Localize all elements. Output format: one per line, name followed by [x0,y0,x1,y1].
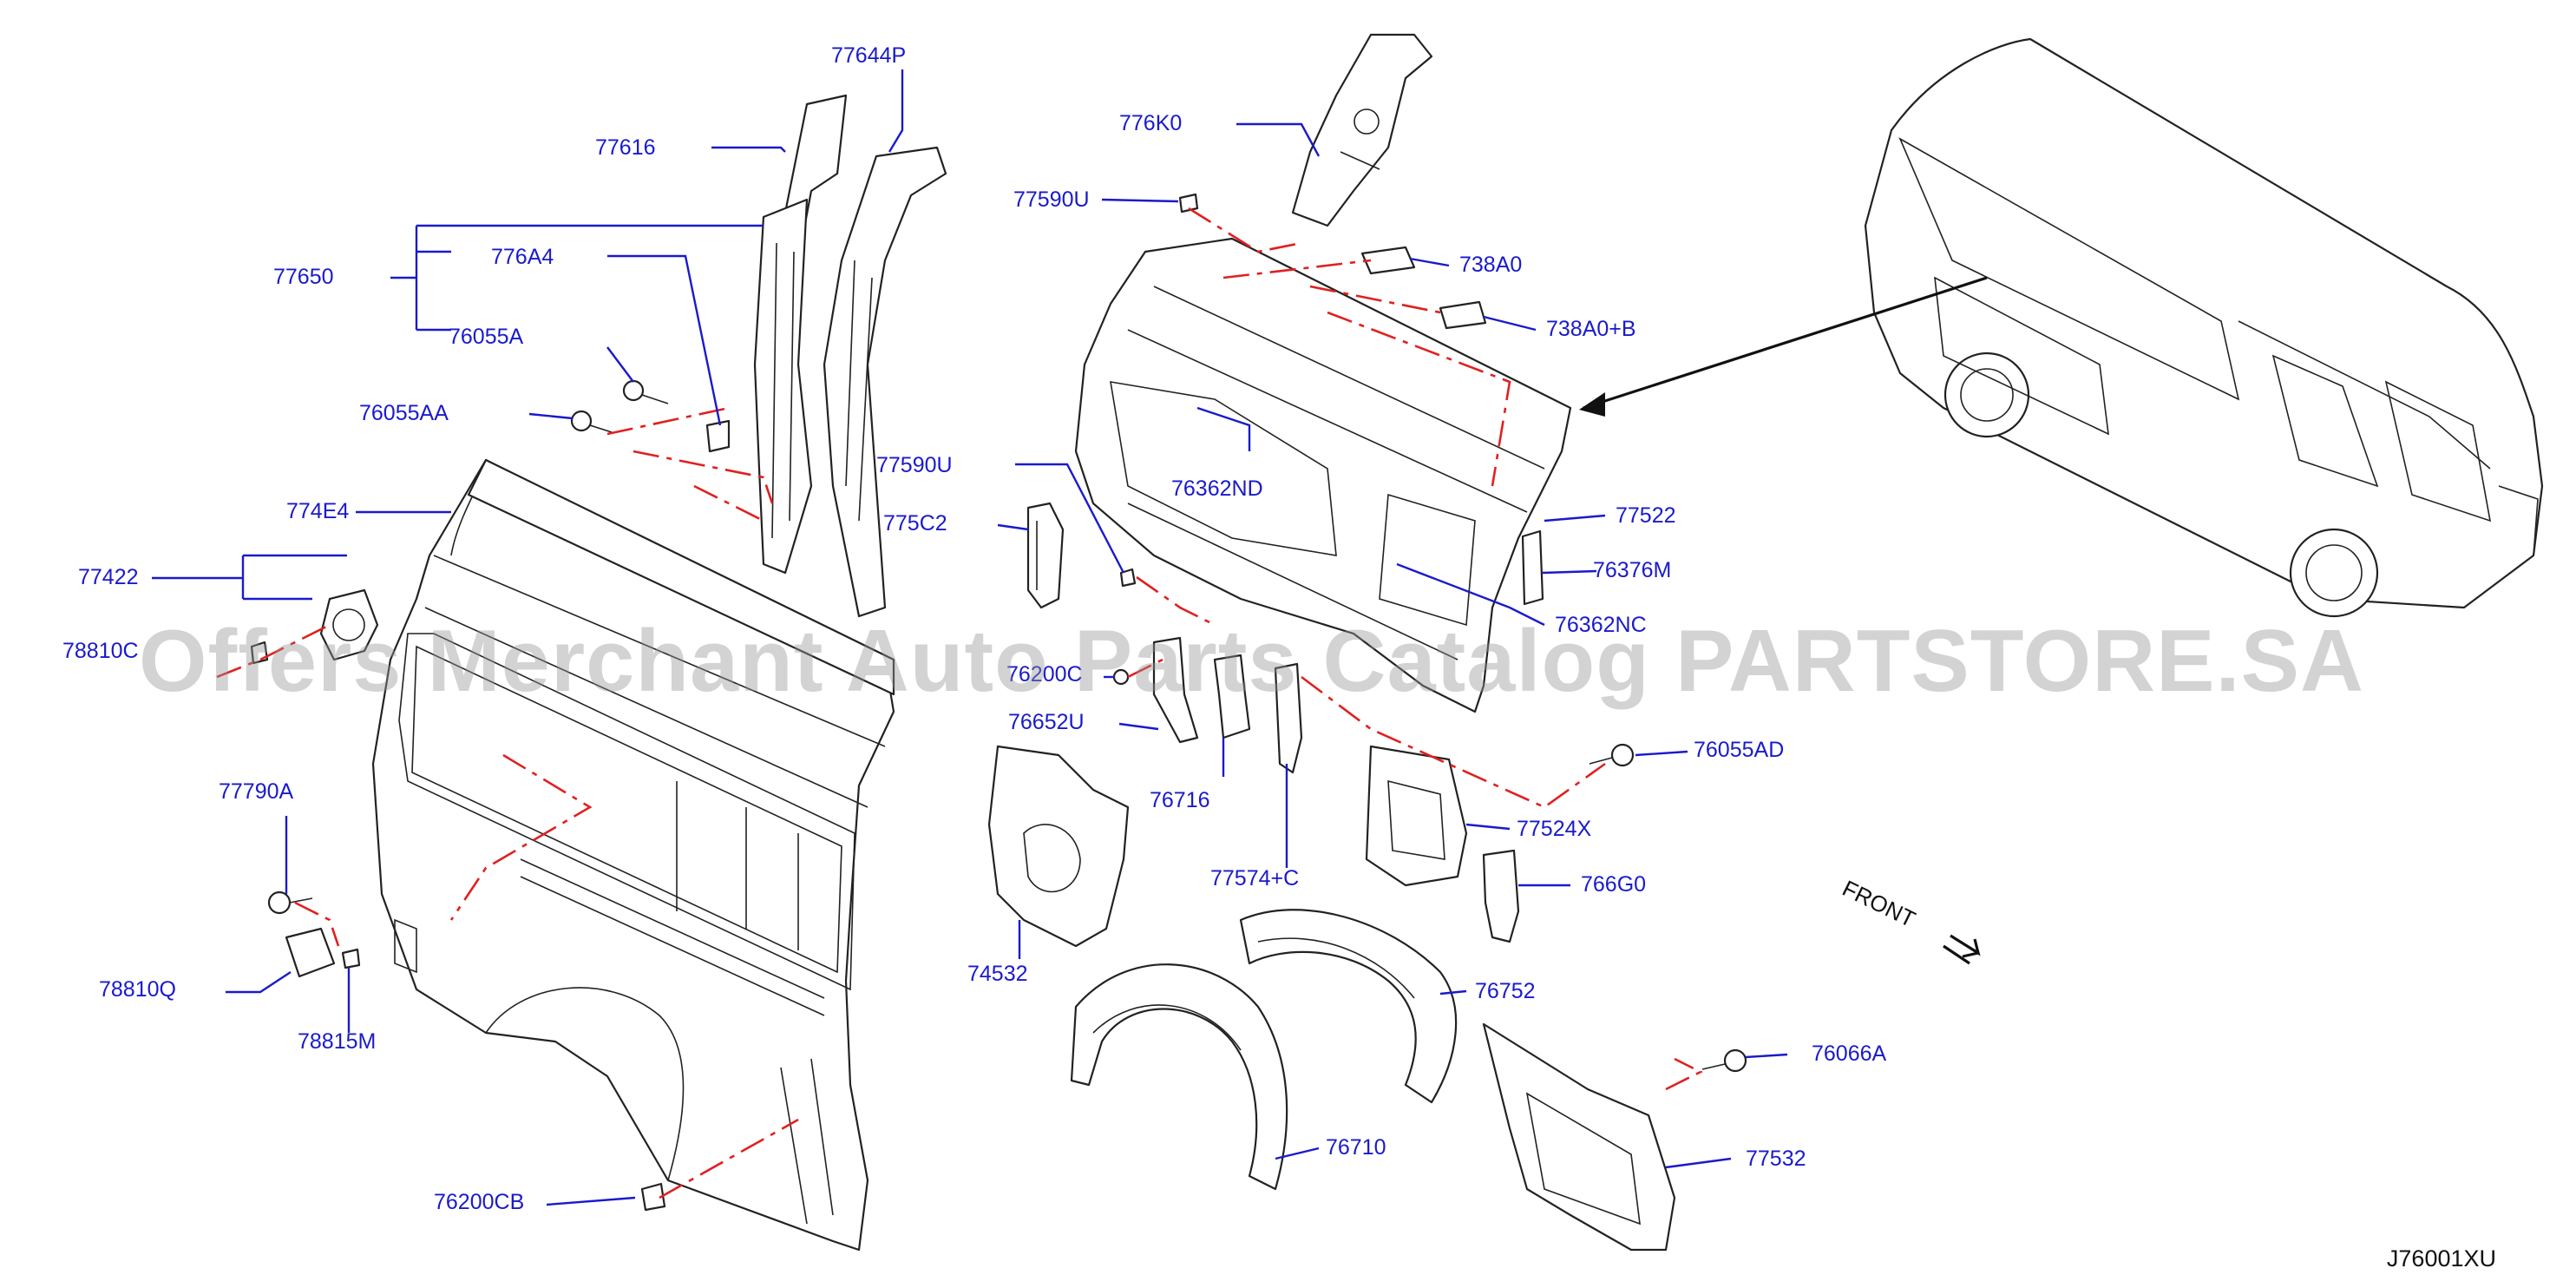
part-label-77522[interactable]: 77522 [1616,503,1676,528]
part-label-775C2[interactable]: 775C2 [883,511,947,536]
bracket-76716 [1213,654,1251,739]
pointer-arrowhead [1579,392,1605,417]
part-label-74532[interactable]: 74532 [967,962,1028,986]
part-label-76710[interactable]: 76710 [1326,1135,1386,1160]
part-label-76652U[interactable]: 76652U [1008,710,1085,734]
bezel-77422 [319,588,379,661]
part-label-76716[interactable]: 76716 [1150,788,1210,812]
wheelhouse-outer-76710 [1070,963,1288,1191]
part-label-77790A[interactable]: 77790A [219,779,294,804]
hinge-78815M [341,948,361,969]
bolt-76066A [1701,1048,1747,1073]
front-arrow-icon [1943,934,1981,965]
part-label-77616[interactable]: 77616 [595,135,656,160]
part-label-738A0[interactable]: 738A0 [1459,253,1523,277]
leader-lines [152,69,1788,1206]
part-label-76362ND[interactable]: 76362ND [1171,476,1263,501]
bolt-76055A [622,379,669,404]
pillar-upper-776K0 [1291,33,1433,227]
roof-side-rail [467,458,895,696]
pillar-77644P [823,146,947,618]
part-label-76376M[interactable]: 76376M [1593,558,1672,582]
clip-77590U-lower [1119,568,1137,588]
guide-lines [216,207,1703,1199]
bolt-76055AD [1589,743,1635,767]
part-label-774E4[interactable]: 774E4 [286,499,350,523]
bracket-738A0B [1439,300,1487,330]
part-label-76200C[interactable]: 76200C [1006,662,1083,687]
van-overview [1864,37,2544,618]
clip-76200CB [640,1182,666,1212]
part-label-76752[interactable]: 76752 [1475,979,1536,1003]
diagram-code: J76001XU [2386,1245,2496,1272]
part-label-76055A[interactable]: 76055A [449,325,524,349]
side-body-panel-774E4 [371,458,895,1252]
part-label-76362NC[interactable]: 76362NC [1555,613,1647,637]
pointer-arrow [1583,276,1988,410]
bracket-738A0 [1360,246,1416,275]
rear-inner-panel [1074,237,1572,713]
reinforcement-775C2 [1026,502,1065,609]
bolt-77790A [267,890,313,915]
inner-panel-74532 [987,745,1130,948]
bracket-76376M [1521,529,1544,606]
part-label-77590U-lower[interactable]: 77590U [876,453,953,477]
part-label-77590U-top[interactable]: 77590U [1013,187,1090,212]
lid-78810Q [285,927,336,978]
part-label-76055AA[interactable]: 76055AA [359,401,449,425]
part-label-76055AD[interactable]: 76055AD [1694,738,1785,762]
part-label-78810C[interactable]: 78810C [62,639,139,663]
bracket-766G0 [1482,849,1520,943]
part-label-77524X[interactable]: 77524X [1517,817,1592,841]
watermark: Offers Merchant Auto Parts Catalog PARTS… [139,613,2364,710]
bracket-77574C [1274,662,1303,774]
panel-77532 [1482,1022,1676,1252]
part-label-738A0B[interactable]: 738A0+B [1546,317,1636,341]
clip-77590U-top [1178,193,1199,214]
bracket-776A4 [705,419,731,453]
part-label-77532[interactable]: 77532 [1746,1147,1806,1171]
pillar-77650 [753,198,813,575]
bolt-76055AA [570,410,613,433]
part-label-766G0[interactable]: 766G0 [1581,872,1647,897]
part-label-78810Q[interactable]: 78810Q [99,977,176,1002]
part-label-77644P[interactable]: 77644P [831,43,907,68]
part-label-776K0[interactable]: 776K0 [1119,111,1183,135]
panel-77524X [1365,745,1468,887]
part-label-76066A[interactable]: 76066A [1812,1042,1887,1066]
bracket-76652U [1152,636,1199,744]
part-label-77574C[interactable]: 77574+C [1210,866,1300,890]
part-label-77422[interactable]: 77422 [78,565,139,589]
part-label-776A4[interactable]: 776A4 [491,245,554,269]
wheelhouse-inner-76752 [1239,909,1458,1104]
part-label-78815M[interactable]: 78815M [298,1029,377,1054]
part-label-76200CB[interactable]: 76200CB [434,1190,525,1214]
part-label-77650[interactable]: 77650 [273,265,334,289]
